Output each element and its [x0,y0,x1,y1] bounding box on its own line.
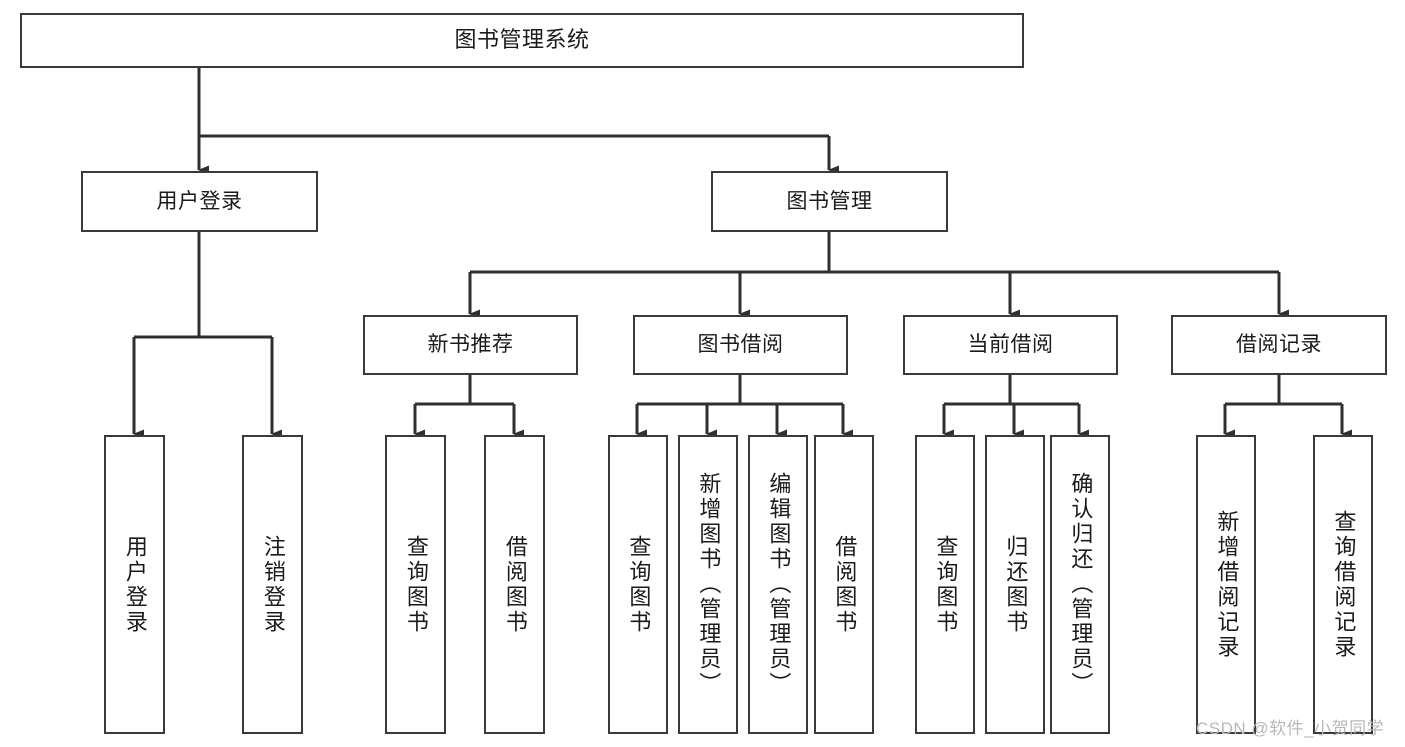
node-borrow-record[interactable]: 借阅记录 [1171,315,1387,375]
node-label: 图书借阅 [697,333,784,357]
leaf-borrow-book-1[interactable]: 借阅图书 [484,435,545,734]
node-label: 注销登录 [260,534,286,635]
node-label: 借阅图书 [502,534,528,635]
node-label: 查询借阅记录 [1331,509,1357,660]
node-label: 图书管理系统 [454,27,590,53]
leaf-add-book[interactable]: 新增图书（管理员） [678,435,738,734]
node-label: 新书推荐 [427,333,514,357]
leaf-edit-book[interactable]: 编辑图书（管理员） [748,435,808,734]
leaf-return-book[interactable]: 归还图书 [985,435,1045,734]
node-label: 查询图书 [626,534,652,635]
leaf-query-book-3[interactable]: 查询图书 [915,435,975,734]
node-book-borrow[interactable]: 图书借阅 [633,315,848,375]
node-label: 查询图书 [403,534,429,635]
node-root[interactable]: 图书管理系统 [20,13,1024,68]
node-label: 查询图书 [933,534,959,635]
node-label: 用户登录 [156,189,243,213]
node-label: 确认归还（管理员） [1068,472,1094,697]
leaf-user-login[interactable]: 用户登录 [104,435,165,734]
node-user-login[interactable]: 用户登录 [81,171,318,232]
node-label: 新增借阅记录 [1214,509,1240,660]
leaf-confirm-return[interactable]: 确认归还（管理员） [1050,435,1110,734]
node-label: 新增图书（管理员） [696,472,722,697]
watermark: CSDN @软件_小贺同学 [1196,719,1385,738]
node-label: 图书管理 [786,189,873,213]
node-label: 当前借阅 [967,333,1054,357]
leaf-query-book-1[interactable]: 查询图书 [385,435,446,734]
node-label: 借阅图书 [832,534,858,635]
node-label: 用户登录 [122,534,148,635]
leaf-add-borrow-record[interactable]: 新增借阅记录 [1196,435,1256,734]
node-label: 归还图书 [1003,534,1029,635]
node-new-book-recommend[interactable]: 新书推荐 [363,315,578,375]
leaf-borrow-book-2[interactable]: 借阅图书 [814,435,874,734]
leaf-query-borrow-record[interactable]: 查询借阅记录 [1313,435,1373,734]
node-label: 编辑图书（管理员） [766,472,792,697]
leaf-logout[interactable]: 注销登录 [242,435,303,734]
node-label: 借阅记录 [1236,333,1322,357]
leaf-query-book-2[interactable]: 查询图书 [608,435,668,734]
node-current-borrow[interactable]: 当前借阅 [903,315,1118,375]
node-book-manage[interactable]: 图书管理 [711,171,948,232]
